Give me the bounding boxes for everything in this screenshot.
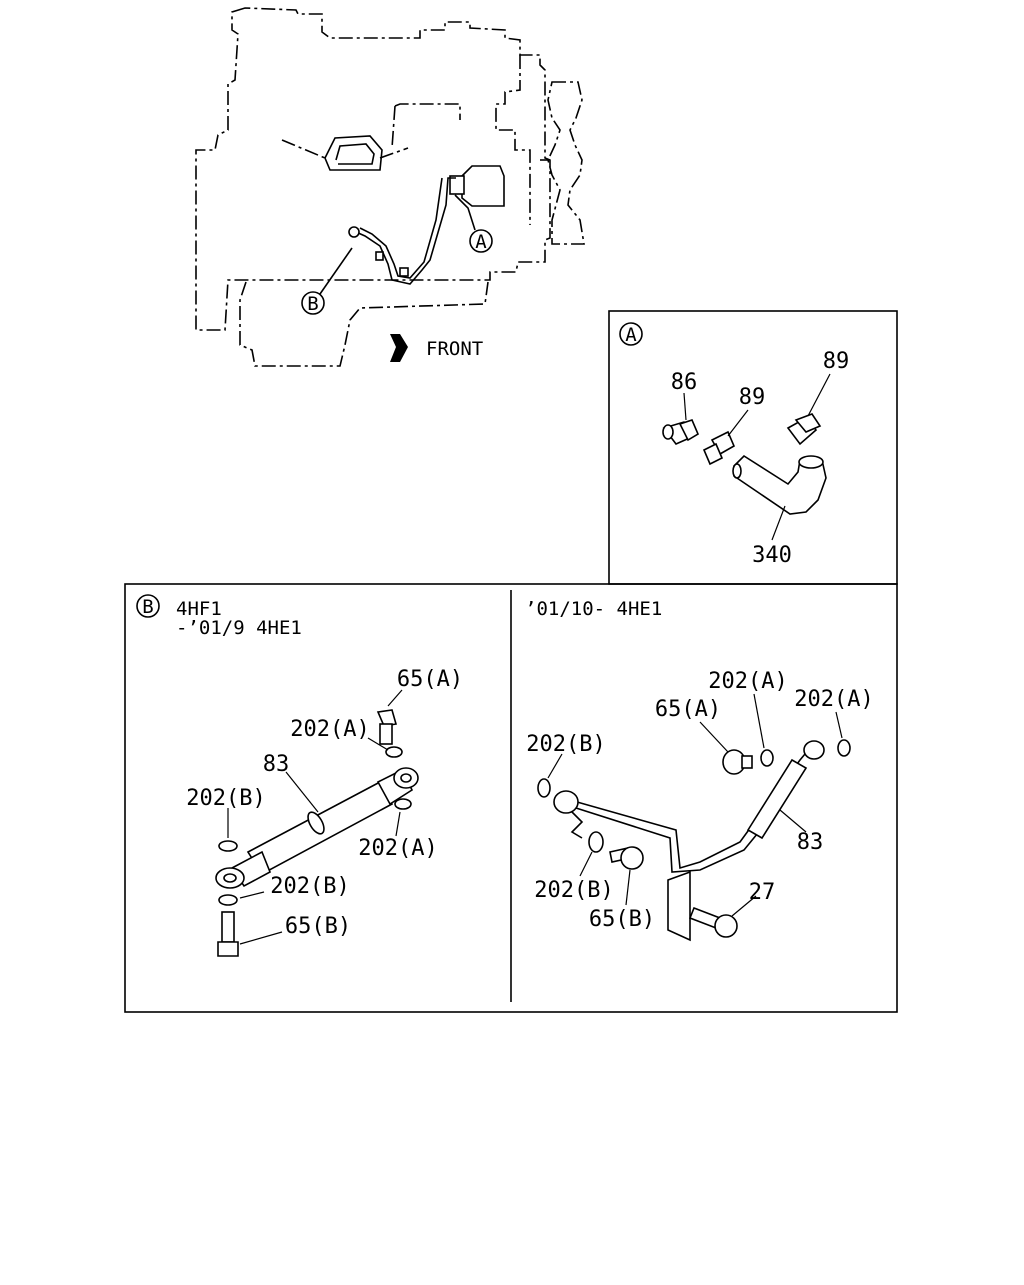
detail-b-frame: [124, 583, 898, 1013]
turbo-fitting: [449, 175, 465, 195]
label-83-right: 83: [797, 830, 824, 855]
label-202a-lower-left: 202(A): [358, 836, 437, 861]
hose-end-side: [732, 463, 742, 479]
turbo-housing: [461, 165, 505, 207]
label-65a-right: 65(A): [655, 697, 721, 722]
part-86-fitting: [662, 419, 700, 445]
leader-89-right: [807, 373, 831, 417]
oil-feed-pipe-outer: [359, 177, 443, 279]
label-202a-top-left: 202(A): [290, 717, 369, 742]
left-title-line1: 4HF1: [176, 598, 222, 620]
right-washer-202b-lower: [588, 831, 604, 853]
callout-b-label: B: [307, 293, 318, 315]
leader-65a-right: [699, 721, 729, 753]
leader-202a-top-left: [367, 737, 389, 751]
label-202b-lower-left: 202(B): [270, 874, 349, 899]
part-340-hose: [733, 454, 827, 515]
callout-b-circle: [301, 291, 325, 315]
front-arrow-icon: [390, 334, 408, 362]
manifold-cap: [324, 135, 383, 171]
label-83-left: 83: [263, 752, 290, 777]
leader-202b-lower-left: [239, 891, 265, 899]
label-65a-left: 65(A): [397, 667, 463, 692]
cooling-fan: [547, 81, 585, 245]
right-title: ’01/10- 4HE1: [525, 598, 662, 620]
leader-27: [731, 895, 757, 917]
label-89-right: 89: [823, 349, 850, 374]
leader-89-left: [727, 409, 749, 437]
left-washer-202a-lower: [394, 798, 412, 810]
engine-block-outline: [195, 7, 551, 331]
leader-65b-left: [239, 931, 283, 945]
pipe-clip: [399, 267, 409, 277]
pipe-bracket: [375, 251, 384, 261]
front-label: FRONT: [426, 338, 483, 360]
label-202b-upper-right: 202(B): [526, 732, 605, 757]
label-202a-right-left: 202(A): [708, 669, 787, 694]
oil-pan-outline: [239, 281, 489, 367]
label-89-left: 89: [739, 385, 766, 410]
part-89-clamp-left: [702, 430, 736, 466]
detail-a-callout-circle: [619, 322, 643, 346]
hose-end-top: [798, 455, 824, 469]
leader-202b-upper-right: [547, 753, 563, 779]
label-86: 86: [671, 370, 698, 395]
label-65b-right: 65(B): [589, 907, 655, 932]
callout-leader-b: [319, 247, 353, 295]
detail-b-panel: B 4HF1 -’01/9 4HE1 65(A) 202(A) 83: [124, 583, 898, 1013]
left-title-line2: -’01/9 4HE1: [176, 617, 302, 639]
engine-front-step: [495, 55, 531, 225]
right-bolt-65b: [609, 846, 644, 870]
label-340: 340: [752, 543, 792, 568]
label-202b-upper-left: 202(B): [186, 786, 265, 811]
right-washer-202a-right: [837, 739, 851, 757]
manifold-line-right: [379, 147, 409, 159]
right-washer-202b-upper: [537, 778, 551, 798]
label-65b-left: 65(B): [285, 914, 351, 939]
left-oil-pipe-83: [215, 767, 419, 889]
leader-83-right: [779, 809, 807, 833]
leader-202a-lower-left: [395, 811, 401, 837]
leader-86: [683, 392, 687, 421]
callout-a-label: A: [475, 231, 487, 253]
engine-overview: A B FRONT: [195, 7, 585, 367]
callout-leader-a: [454, 194, 476, 231]
left-washer-202b-upper: [218, 840, 238, 852]
detail-b-callout-circle: [136, 594, 160, 618]
leader-65b-right: [625, 869, 631, 906]
leader-202a-right-right: [835, 711, 843, 739]
part-89-clamp-right: [786, 413, 822, 446]
right-bolt-27: [688, 906, 738, 938]
leader-340: [771, 505, 786, 541]
leader-65a-left: [387, 689, 403, 707]
left-bolt-65b: [217, 911, 239, 957]
manifold-inner: [335, 143, 375, 165]
callout-a-circle: [469, 229, 493, 253]
oil-feed-pipe: [355, 177, 456, 285]
leader-202a-right-left: [753, 693, 765, 749]
right-washer-202a-left: [760, 749, 774, 767]
detail-b-callout: B: [142, 596, 153, 618]
left-washer-202b-lower: [218, 894, 238, 906]
label-27: 27: [749, 880, 776, 905]
label-202a-right-right: 202(A): [794, 687, 873, 712]
detail-a-callout: A: [625, 324, 637, 346]
right-oil-pipe-83: [553, 740, 825, 942]
right-bolt-65a: [722, 749, 753, 775]
pipe-banjo-b: [348, 226, 360, 238]
manifold-line-left: [281, 139, 326, 159]
leader-83-left: [285, 771, 319, 813]
label-202b-lower-right: 202(B): [534, 878, 613, 903]
valve-cover-contour: [391, 103, 461, 149]
leader-202b-lower-right: [579, 851, 593, 877]
left-bolt-65a: [376, 709, 398, 745]
left-washer-202a-top: [385, 746, 403, 758]
detail-a-panel: A 86 89 89 340: [608, 310, 898, 585]
